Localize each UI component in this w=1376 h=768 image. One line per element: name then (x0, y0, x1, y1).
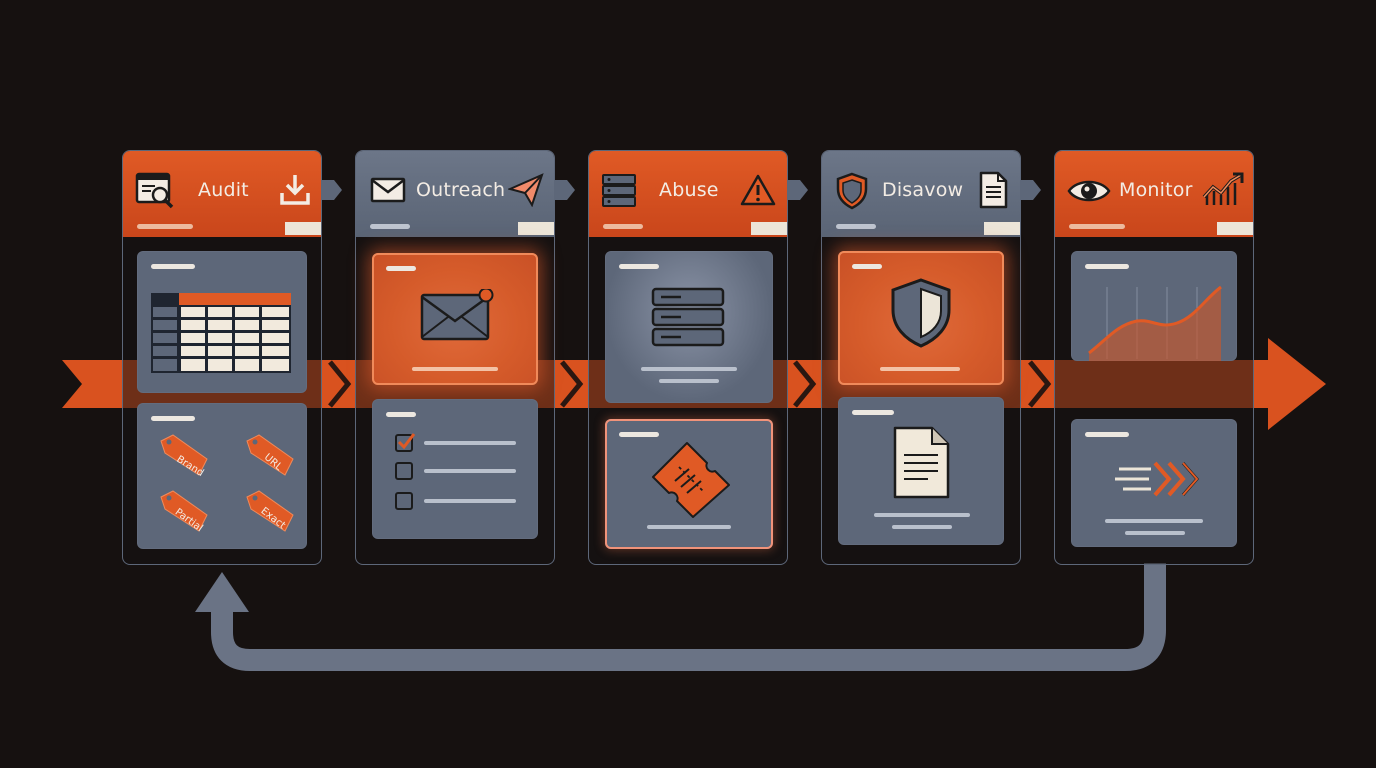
tag-icon (246, 434, 294, 476)
download-icon (280, 175, 310, 205)
tag-icon (246, 490, 294, 532)
document-icon (893, 426, 950, 499)
warning-icon (740, 174, 776, 206)
checkbox-icon (395, 492, 413, 510)
stage-title: Audit (198, 179, 249, 201)
stage-abuse: Abuse (588, 150, 788, 565)
stage-title: Outreach (416, 179, 506, 201)
fast-forward-icon (1115, 461, 1199, 497)
outreach-email-card (372, 253, 538, 385)
envelope-icon (370, 177, 406, 203)
stage-disavow-header: Disavow (822, 151, 1020, 237)
disavow-shield-card (838, 251, 1004, 385)
header-progress-bar (832, 222, 1020, 235)
stage-outreach: Outreach (355, 150, 555, 565)
header-progress-bar (599, 222, 787, 235)
checkbox-checked-icon (395, 433, 416, 452)
ticket-icon (652, 442, 730, 518)
tag-icon (160, 434, 208, 476)
abuse-server-card (605, 251, 773, 403)
document-icon (979, 171, 1008, 209)
header-progress-bar (1065, 222, 1253, 235)
stage-audit-header: Audit (123, 151, 321, 237)
monitor-fast-forward-card (1071, 419, 1237, 547)
spreadsheet-icon (151, 293, 291, 373)
server-icon (602, 174, 636, 207)
outreach-checklist-card (372, 399, 538, 539)
trend-chart-icon (1202, 172, 1244, 205)
tag-icon (160, 490, 208, 532)
stage-outreach-header: Outreach (356, 151, 554, 237)
abuse-ticket-card (605, 419, 773, 549)
server-icon (651, 287, 725, 347)
stage-title: Disavow (882, 179, 964, 201)
envelope-icon (420, 289, 494, 341)
disavow-file-card (838, 397, 1004, 545)
stage-monitor-header: Monitor (1055, 151, 1253, 237)
audit-spreadsheet-card (137, 251, 307, 393)
shield-icon (836, 172, 868, 210)
paper-plane-icon (508, 173, 544, 207)
eye-icon (1067, 180, 1111, 202)
area-trend-icon (1088, 285, 1222, 361)
monitor-trend-card (1071, 251, 1237, 361)
feedback-loop-arrow (195, 563, 1166, 671)
stage-abuse-header: Abuse (589, 151, 787, 237)
stage-monitor: Monitor (1054, 150, 1254, 565)
stage-title: Abuse (659, 179, 719, 201)
stage-audit: Audit Br (122, 150, 322, 565)
shield-icon (891, 278, 951, 348)
audit-anchor-tags-card: Brand URL Partial Exact (137, 403, 307, 549)
stage-disavow: Disavow (821, 150, 1021, 565)
stage-title: Monitor (1119, 179, 1193, 201)
checkbox-icon (395, 462, 413, 480)
column-connectors (322, 180, 1041, 200)
header-progress-bar (366, 222, 554, 235)
header-progress-bar (133, 222, 321, 235)
browser-search-icon (135, 172, 174, 209)
